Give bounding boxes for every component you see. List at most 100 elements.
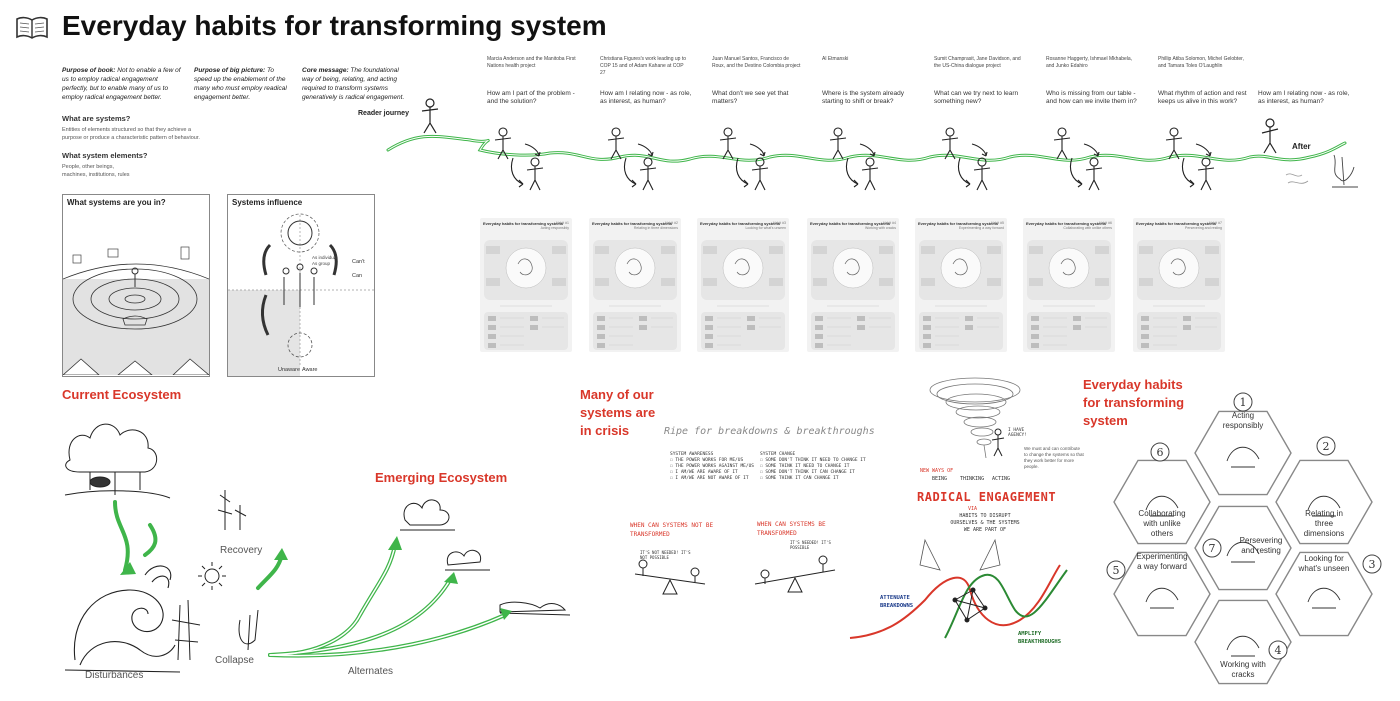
habit-card-title: Everyday habits for transforming systems bbox=[700, 221, 781, 226]
habit-card-layout bbox=[811, 240, 895, 350]
radical-engagement-curve bbox=[849, 538, 1068, 639]
bubble-not-needed: IT'S NOT NEEDED! IT'S NOT POSSIBLE bbox=[640, 550, 691, 560]
being-label: BEING bbox=[932, 476, 948, 482]
system-awareness-list: SYSTEM AWARENESS ☐ THE POWER WORKS FOR M… bbox=[670, 452, 754, 481]
stage-people: Marcia Anderson and the Manitoba First N… bbox=[487, 56, 576, 69]
thinking-label: THINKING bbox=[960, 476, 985, 482]
habit-number-circle bbox=[1202, 538, 1222, 558]
stage-question: How am I relating now - as role, as inte… bbox=[600, 90, 692, 105]
purpose-of-big-picture: Purpose of big picture: To speed up the … bbox=[194, 67, 287, 101]
seesaw-sketches bbox=[634, 555, 836, 595]
habit-hexagon-sketch bbox=[1145, 587, 1179, 609]
habit-card[interactable]: Everyday habits for transforming systems… bbox=[915, 218, 1007, 352]
page-title: Everyday habits for transforming system bbox=[62, 10, 607, 41]
agency-speech: I HAVE AGENCY! bbox=[1008, 428, 1027, 438]
collapse-label: Collapse bbox=[215, 655, 254, 666]
habit-card-name: Working with cracks bbox=[864, 226, 896, 230]
stage-question: What can we try next to learn something … bbox=[934, 90, 1019, 105]
habit-number: 2 bbox=[1323, 440, 1330, 453]
habit-card-layout bbox=[593, 240, 677, 350]
cant-label: Can't bbox=[352, 259, 365, 265]
stage-people: Sumit Champrasit, Jane Davidson, and the… bbox=[934, 56, 1021, 69]
purpose-of-book: Purpose of book: Not to enable a few of … bbox=[62, 67, 181, 101]
habit-number: 6 bbox=[1157, 446, 1164, 459]
habit-number: 1 bbox=[1240, 396, 1247, 409]
habit-card-name: Acting responsibly bbox=[540, 226, 569, 230]
habit-card-layout bbox=[1027, 240, 1111, 350]
habit-card-name: Experimenting a way forward bbox=[958, 226, 1004, 230]
what-are-systems-heading: What are systems? bbox=[62, 114, 131, 123]
attenuate-breakdowns: ATTENUATE BREAKDOWNS bbox=[880, 595, 914, 609]
stage-figures-sketch bbox=[941, 127, 991, 191]
crisis-heading: Many of our systems are in crisis bbox=[580, 387, 656, 438]
habit-card[interactable]: Everyday habits for transforming systems… bbox=[807, 218, 899, 352]
disturbances-label: Disturbances bbox=[85, 670, 144, 681]
reader-journey-path bbox=[386, 98, 1347, 163]
systems-influence-panel: Systems influence As individual As group… bbox=[227, 194, 375, 377]
habit-number: 3 bbox=[1369, 558, 1376, 571]
when-not-transformed: WHEN CAN SYSTEMS NOT BE TRANSFORMED bbox=[630, 522, 714, 538]
habit-card-title: Everyday habits for transforming systems bbox=[592, 221, 673, 226]
stage-figures-sketch bbox=[1053, 127, 1103, 191]
stage-figures-sketch bbox=[829, 127, 879, 191]
habit-card[interactable]: Everyday habits for transforming systems… bbox=[480, 218, 572, 352]
ripe-label: Ripe for breakdowns & breakthroughs bbox=[664, 426, 875, 437]
radical-via: VIA bbox=[968, 506, 978, 512]
stage-figures-sketch bbox=[719, 127, 769, 191]
habit-card[interactable]: Everyday habits for transforming systems… bbox=[697, 218, 789, 352]
habit-card[interactable]: Everyday habits for transforming systems… bbox=[1133, 218, 1225, 352]
habit-card-title: Everyday habits for transforming systems bbox=[918, 221, 999, 226]
habit-card[interactable]: Everyday habits for transforming systems… bbox=[1023, 218, 1115, 352]
can-label: Can bbox=[352, 273, 363, 279]
stage-people: Christiana Figures's work leading up to … bbox=[600, 56, 686, 76]
systems-influence-illustration bbox=[228, 213, 374, 376]
habit-hexagon bbox=[1194, 505, 1292, 591]
habit-card-number: Habit #4 bbox=[882, 221, 896, 225]
what-are-systems-answer: Entities of elements structured so that … bbox=[62, 127, 200, 141]
habit-card-number: Habit #7 bbox=[1208, 221, 1222, 225]
new-ways-label: NEW WAYS OF bbox=[920, 468, 954, 474]
stage-question: Who is missing from our table - and how … bbox=[1046, 90, 1137, 105]
habit-card-title: Everyday habits for transforming systems bbox=[483, 221, 564, 226]
habit-hexagon-sketch bbox=[1307, 587, 1341, 609]
habit-number: 7 bbox=[1209, 542, 1216, 555]
current-ecosystem-heading: Current Ecosystem bbox=[62, 387, 182, 402]
habit-card-number: Habit #5 bbox=[990, 221, 1004, 225]
habit-hexagon bbox=[1275, 551, 1373, 637]
habit-card-title: Everyday habits for transforming systems bbox=[1026, 221, 1107, 226]
as-individual-label: As individual bbox=[312, 255, 338, 260]
stage-people: Rosanne Haggerty, Ishmael Mkhabela, and … bbox=[1046, 56, 1133, 69]
stage-question: What don't we see yet that matters? bbox=[712, 90, 789, 105]
habit-hexagon-sketch bbox=[1145, 495, 1179, 517]
stage-people: Juan Manuel Santos, Francisco de Roux, a… bbox=[712, 56, 801, 69]
habit-number-circle bbox=[1150, 442, 1170, 462]
aware-label: Aware bbox=[302, 367, 318, 373]
habit-card[interactable]: Everyday habits for transforming systems… bbox=[589, 218, 681, 352]
habit-hexagon-sketch bbox=[1307, 495, 1341, 517]
after-sketch bbox=[1285, 154, 1358, 188]
stage-question: Where is the system already starting to … bbox=[822, 90, 905, 105]
habit-card-name: Relating in three dimensions bbox=[633, 226, 678, 230]
unaware-label: Unaware bbox=[278, 367, 301, 373]
habit-number-circle bbox=[1106, 560, 1126, 580]
habit-hexagon bbox=[1113, 459, 1211, 545]
radical-engagement-title: RADICAL ENGAGEMENT bbox=[917, 490, 1057, 504]
habit-hexagon bbox=[1113, 551, 1211, 637]
habit-card-name: Persevering and resting bbox=[1185, 226, 1222, 230]
habit-number-circle bbox=[1316, 436, 1336, 456]
radical-note: We must and can contribute to change the… bbox=[1024, 446, 1084, 469]
habit-number-circle bbox=[1268, 640, 1288, 660]
habit-card-title: Everyday habits for transforming systems bbox=[1136, 221, 1217, 226]
what-systems-panel-title: What systems are you in? bbox=[67, 198, 166, 207]
acting-label: ACTING bbox=[992, 476, 1011, 482]
habit-card-number: Habit #3 bbox=[772, 221, 786, 225]
alternates-label: Alternates bbox=[348, 666, 394, 677]
habit-card-layout bbox=[701, 240, 785, 350]
